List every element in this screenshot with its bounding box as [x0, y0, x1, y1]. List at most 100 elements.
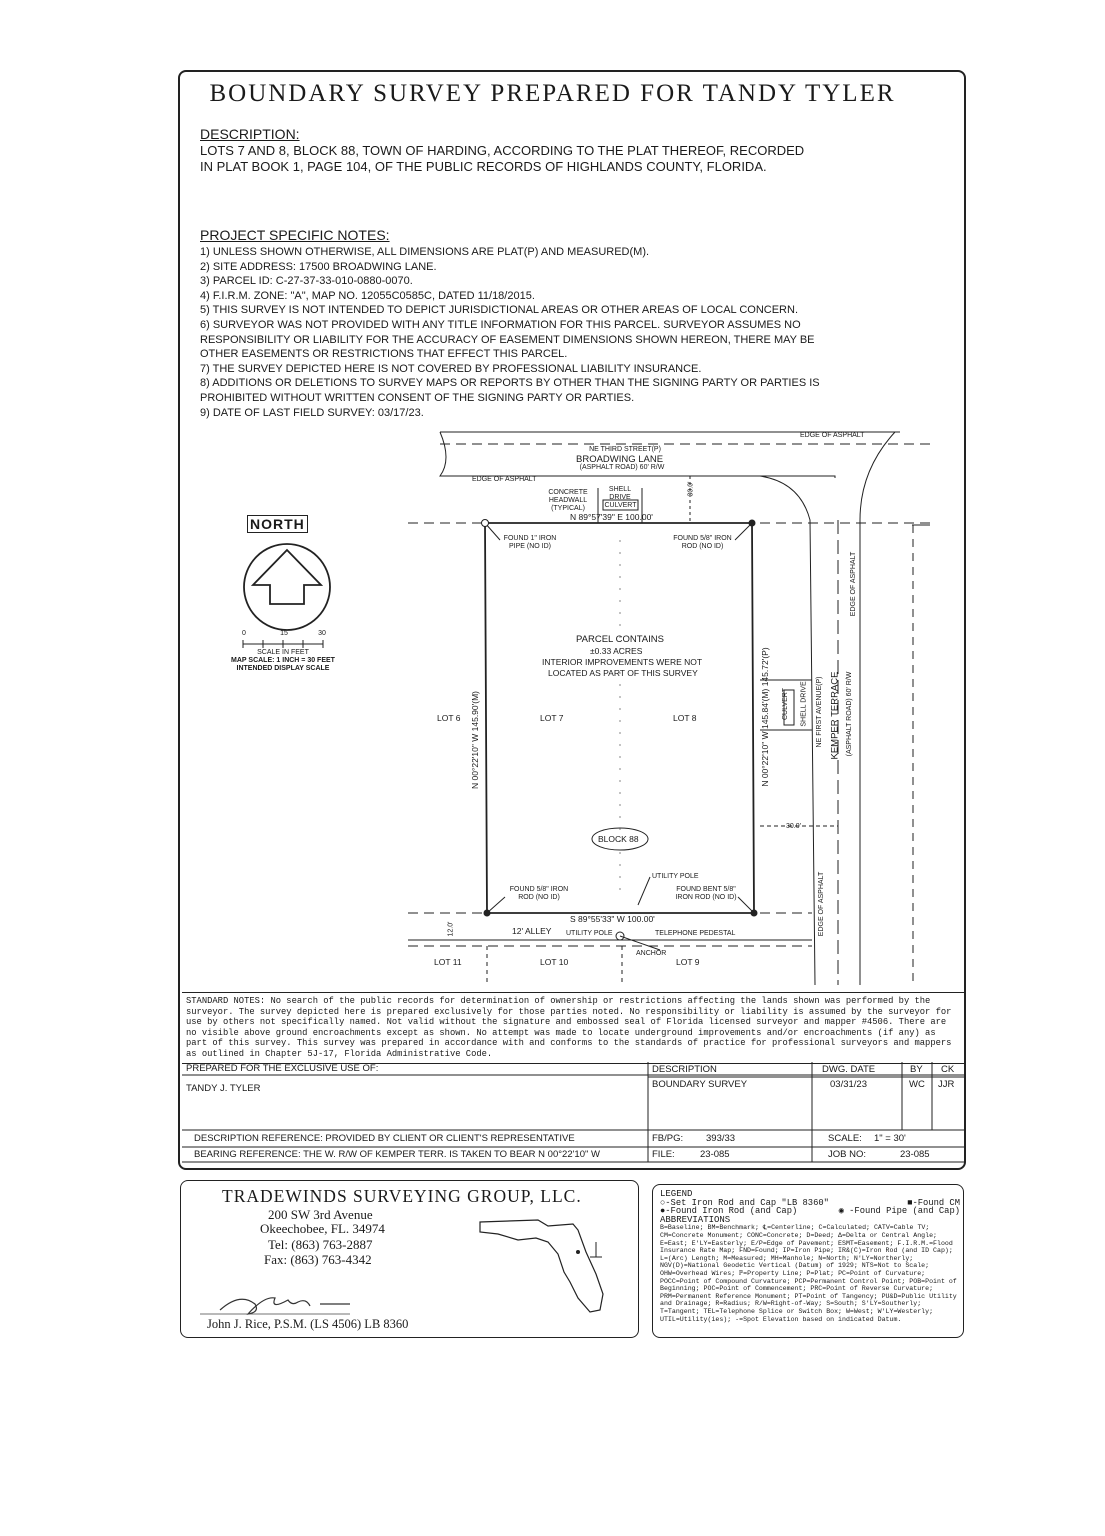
map-scale: MAP SCALE: 1 INCH = 30 FEET: [231, 657, 335, 664]
headwall-label: CONCRETE HEADWALL (TYPICAL): [548, 489, 588, 512]
dwg-date-value: 03/31/23: [830, 1079, 867, 1090]
lot-10-label: LOT 10: [540, 957, 569, 967]
scale-caption: SCALE IN FEET: [257, 649, 309, 656]
found-bent-rod: FOUND BENT 5/8" IRON ROD (NO ID): [675, 886, 737, 901]
company-name: TRADEWINDS SURVEYING GROUP, LLC.: [222, 1186, 582, 1206]
ck-value: JJR: [938, 1079, 955, 1090]
found-iron-pipe: FOUND 1" IRON PIPE (NO ID): [503, 535, 557, 550]
florida-map-icon: [479, 1219, 604, 1313]
lot-6-label: LOT 6: [437, 713, 461, 723]
legend-block: LEGEND ○-Set Iron Rod and Cap "LB 8360" …: [660, 1190, 960, 1323]
north-bearing: N 89°57'39" E 100.00': [570, 512, 653, 522]
scale-tick-0: 0: [242, 630, 246, 637]
utility-pole-top: UTILITY POLE: [652, 873, 699, 880]
intended-scale: INTENDED DISPLAY SCALE: [236, 665, 330, 672]
legend-heading: LEGEND: [660, 1189, 693, 1199]
company-address-1: 200 SW 3rd Avenue: [268, 1207, 373, 1222]
street-old-name: NE THIRD STREET(P): [589, 446, 661, 453]
company-fax: Fax: (863) 763-4342: [264, 1252, 372, 1267]
note-line: 7) THE SURVEY DEPICTED HERE IS NOT COVER…: [200, 362, 702, 375]
note-line: 9) DATE OF LAST FIELD SURVEY: 03/17/23.: [200, 406, 424, 419]
by-value: WC: [909, 1079, 925, 1090]
lot-9-label: LOT 9: [676, 957, 700, 967]
anchor-label: ANCHOR: [636, 950, 667, 957]
abbreviations-heading: ABBREVIATIONS: [660, 1214, 731, 1225]
legend-set-rod: ○-Set Iron Rod and Cap "LB 8360": [660, 1197, 829, 1208]
note-line: 1) UNLESS SHOWN OTHERWISE, ALL DIMENSION…: [200, 246, 650, 258]
note-line: OTHER EASEMENTS OR RESTRICTIONS THAT EFF…: [200, 348, 568, 361]
bearing-reference: BEARING REFERENCE: THE W. R/W OF KEMPER …: [194, 1149, 600, 1160]
signature-icon: [200, 1297, 350, 1315]
note-line: 5) THIS SURVEY IS NOT INTENDED TO DEPICT…: [200, 304, 798, 317]
client-name: TANDY J. TYLER: [186, 1083, 261, 1094]
file-value: 23-085: [700, 1149, 730, 1160]
edge-asphalt-top: EDGE OF ASPHALT: [800, 432, 865, 439]
note-line: 2) SITE ADDRESS: 17500 BROADWING LANE.: [200, 260, 437, 273]
lot-7-label: LOT 7: [540, 713, 564, 723]
parcel-acres: ±0.33 ACRES: [590, 646, 643, 656]
notes-heading: PROJECT SPECIFIC NOTES:: [200, 227, 390, 243]
ck-label: CK: [941, 1064, 955, 1075]
telephone-pedestal: TELEPHONE PEDESTAL: [655, 930, 736, 937]
interior-note-1: INTERIOR IMPROVEMENTS WERE NOT: [542, 657, 703, 667]
by-label: BY: [910, 1064, 923, 1075]
note-line: 6) SURVEYOR WAS NOT PROVIDED WITH ANY TI…: [200, 318, 801, 331]
lot-11-label: LOT 11: [434, 957, 462, 967]
fb-pg-label: FB/PG:: [652, 1133, 684, 1144]
note-line: 4) F.I.R.M. ZONE: "A", MAP NO. 12055C058…: [200, 289, 535, 302]
dim-30-right: 30.0': [786, 823, 801, 830]
alley-label: 12' ALLEY: [512, 926, 552, 936]
description-label: DESCRIPTION: [652, 1064, 717, 1075]
company-address-2: Okeechobee, FL. 34974: [260, 1221, 385, 1236]
description-heading: DESCRIPTION:: [200, 126, 300, 142]
lot-8-label: LOT 8: [673, 713, 697, 723]
legend-box: [652, 1184, 964, 1338]
file-label: FILE:: [652, 1149, 675, 1160]
job-value: 23-085: [900, 1149, 930, 1160]
dwg-date-label: DWG. DATE: [822, 1064, 876, 1075]
block-label: BLOCK 88: [598, 834, 639, 844]
shell-drive-top: SHELL DRIVE: [608, 486, 632, 501]
note-line: 3) PARCEL ID: C-27-37-33-010-0880-0070.: [200, 275, 413, 288]
description-line-2: IN PLAT BOOK 1, PAGE 104, OF THE PUBLIC …: [200, 159, 767, 174]
found-iron-rod-ne: FOUND 5/8" IRON ROD (NO ID): [673, 535, 732, 550]
legend-found-cm: ■-Found CM: [907, 1197, 960, 1208]
parcel-contains: PARCEL CONTAINS: [576, 634, 664, 645]
scale-label: SCALE:: [828, 1133, 862, 1144]
north-arrow-icon: [243, 543, 331, 631]
note-line: 8) ADDITIONS OR DELETIONS TO SURVEY MAPS…: [200, 377, 820, 390]
description-line-1: LOTS 7 AND 8, BLOCK 88, TOWN OF HARDING,…: [200, 143, 805, 158]
note-line: PROHIBITED WITHOUT WRITTEN CONSENT OF TH…: [200, 391, 635, 404]
culvert-top: CULVERT: [604, 502, 637, 509]
scale-tick-15: 15: [280, 630, 288, 637]
company-tel: Tel: (863) 763-2887: [268, 1237, 373, 1252]
survey-sheet-border: [178, 70, 966, 1170]
edge-asphalt-left: EDGE OF ASPHALT: [472, 476, 537, 483]
scale-value: 1" = 30': [874, 1133, 906, 1144]
page-title: BOUNDARY SURVEY PREPARED FOR TANDY TYLER: [209, 80, 896, 107]
interior-note-2: LOCATED AS PART OF THIS SURVEY: [548, 668, 698, 678]
south-bearing: S 89°55'33" W 100.00': [570, 914, 655, 924]
description-value: BOUNDARY SURVEY: [652, 1079, 748, 1090]
note-line: RESPONSIBILITY OR LIABILITY FOR THE ACCU…: [200, 333, 815, 346]
legend-found-rod: ●-Found Iron Rod (and Cap): [660, 1206, 798, 1217]
found-iron-rod-sw: FOUND 5/8" IRON ROD (NO ID): [509, 886, 569, 901]
company-box: [180, 1180, 639, 1338]
scale-tick-30: 30: [318, 630, 326, 637]
prepared-for-label: PREPARED FOR THE EXCLUSIVE USE OF:: [186, 1063, 379, 1074]
surveyor-signature-line: John J. Rice, P.S.M. (LS 4506) LB 8360: [207, 1317, 409, 1331]
north-label: NORTH: [247, 515, 308, 533]
street-desc: (ASPHALT ROAD) 60' R/W: [579, 464, 665, 471]
notes-list: 1) UNLESS SHOWN OTHERWISE, ALL DIMENSION…: [200, 245, 820, 420]
street-name: BROADWING LANE: [576, 454, 664, 465]
fb-pg-value: 393/33: [706, 1133, 736, 1144]
job-label: JOB NO:: [828, 1149, 867, 1160]
legend-found-pipe: ◉ -Found Pipe (and Cap): [838, 1206, 960, 1217]
standard-notes-frame: [182, 992, 964, 1064]
description-reference: DESCRIPTION REFERENCE: PROVIDED BY CLIEN…: [194, 1133, 575, 1144]
scale-bar-icon: [242, 640, 324, 648]
abbreviations-text: B=Baseline; BM=Benchmark; ℄=Centerline; …: [660, 1224, 957, 1323]
standard-notes: STANDARD NOTES: No search of the public …: [186, 996, 952, 1059]
